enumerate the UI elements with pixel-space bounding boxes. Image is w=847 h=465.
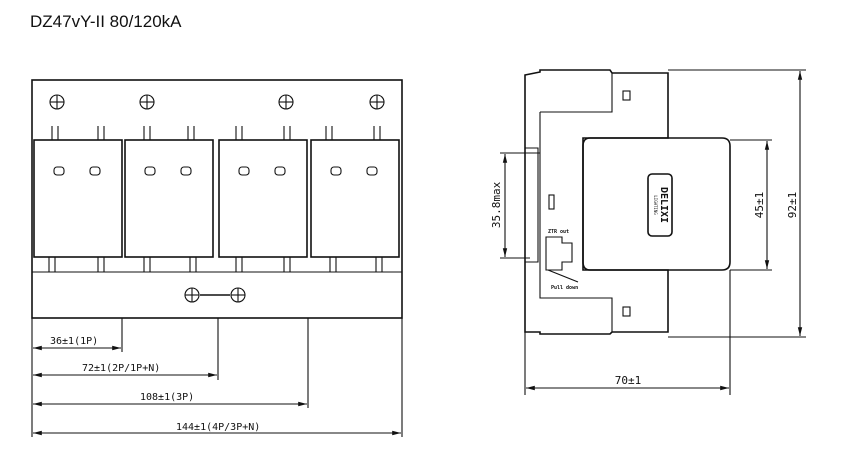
pole-module xyxy=(124,139,214,258)
screw-icon xyxy=(278,94,294,110)
front-cover xyxy=(582,137,731,271)
ground-terminal-icon xyxy=(184,287,246,303)
logo: DELIXI xyxy=(658,187,669,223)
pole-module xyxy=(33,139,123,258)
screw-icon xyxy=(139,94,155,110)
front-view: 36±1(1P) 72±1(2P/1P+N) 108±1(3P) 144±1(4… xyxy=(31,79,403,437)
front-outline xyxy=(31,79,403,319)
dim-4p: 144±1(4P/3P+N) xyxy=(176,422,260,433)
dim-35-8: 35.8max xyxy=(490,181,503,228)
screw-icon xyxy=(49,94,65,110)
screw-icon xyxy=(369,94,385,110)
pole-module xyxy=(218,139,308,258)
logo-sub: LIGHTING xyxy=(653,195,658,215)
side-outline xyxy=(524,69,669,335)
logo-badge: DELIXI LIGHTING xyxy=(647,173,673,237)
dim-2p: 72±1(2P/1P+N) xyxy=(82,363,160,374)
dim-70: 70±1 xyxy=(615,374,642,387)
dimension-lines xyxy=(31,318,403,437)
dim-92: 92±1 xyxy=(786,192,799,219)
side-view: ZTR out Pull down DELIXI LIGHTING 92±1 4… xyxy=(490,69,806,395)
pole-module xyxy=(310,139,400,258)
dim-45: 45±1 xyxy=(753,192,766,219)
side-dimension-lines xyxy=(500,69,806,395)
dim-1p: 36±1(1P) xyxy=(50,336,98,347)
dim-3p: 108±1(3P) xyxy=(140,392,194,403)
terminal-pins xyxy=(32,126,402,273)
label-pull-down: Pull down xyxy=(551,285,578,291)
drawing-title: DZ47vY-II 80/120kA xyxy=(30,12,182,31)
label-ztr-out: ZTR out xyxy=(548,229,569,235)
